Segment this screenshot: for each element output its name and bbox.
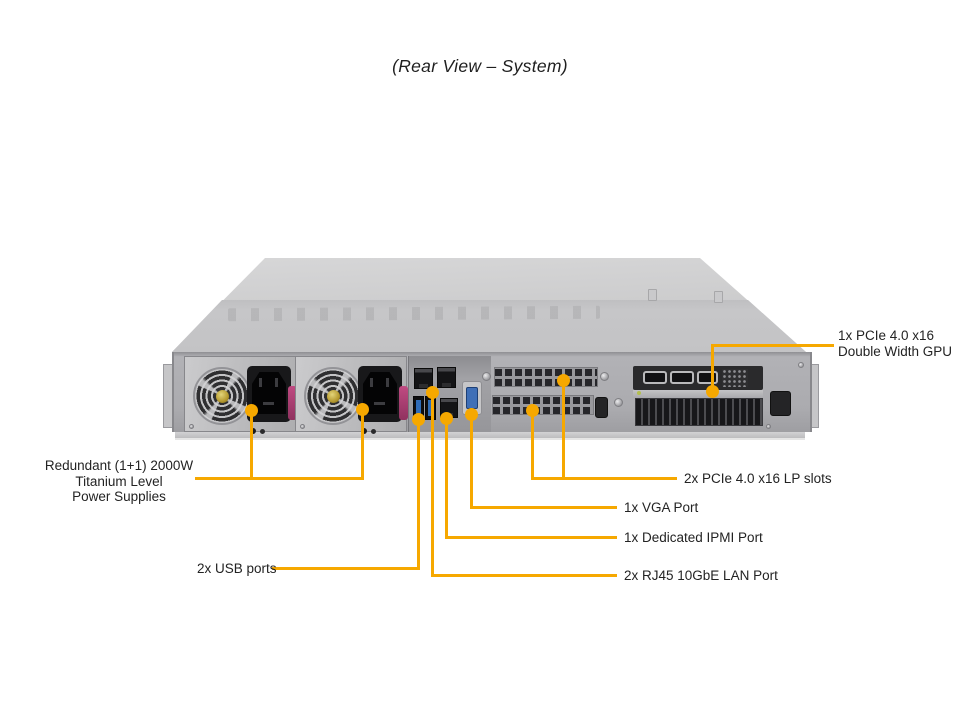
displayport-icon [697, 371, 718, 384]
lan-callout-line-v [431, 391, 434, 577]
inlet-pin [386, 378, 389, 387]
vga-label: 1x VGA Port [624, 500, 699, 515]
vga-callout-line-v [470, 413, 473, 509]
psu-callout-line-v1 [250, 410, 253, 480]
inlet-pin [374, 402, 385, 405]
lan-label: 2x RJ45 10GbE LAN Port [624, 568, 778, 583]
gpu-label: 1x PCIe 4.0 x16 Double Width GPU [838, 328, 952, 359]
slot-latch [595, 397, 608, 418]
vga-callout-dot [465, 408, 478, 421]
screw-icon [189, 424, 194, 429]
psu-label-line3: Power Supplies [72, 489, 166, 504]
page-title: (Rear View – System) [392, 56, 568, 76]
psu-2-fan-icon [304, 367, 362, 425]
screw-icon [766, 424, 771, 429]
gpu-slot-bar [633, 390, 763, 398]
displayport-icon [643, 371, 667, 384]
ipmi-callout-dot [440, 412, 453, 425]
thumbscrew-icon [600, 372, 609, 381]
vga-port [462, 381, 482, 415]
gpu-label-line2: Double Width GPU [838, 343, 953, 359]
lp-slots-label: 2x PCIe 4.0 x16 LP slots [684, 471, 832, 486]
displayport-icon [670, 371, 694, 384]
gpu-callout-dot [706, 385, 719, 398]
ipmi-label: 1x Dedicated IPMI Port [624, 530, 763, 545]
psu-label-line1: Redundant (1+1) 2000W [44, 458, 194, 473]
lp-callout-line-v1 [531, 409, 534, 480]
lan-port-2 [437, 367, 456, 388]
psu-label: Redundant (1+1) 2000W Titanium Level Pow… [40, 458, 198, 505]
gpu-bracket [633, 366, 763, 390]
lp-callout-dot-2 [557, 374, 570, 387]
psu-1-retention-clip [288, 386, 297, 420]
chassis-shadow [175, 438, 805, 440]
lp-slot-vent-bottom [492, 395, 594, 415]
lan-callout-dot [426, 386, 439, 399]
psu-callout-line-v2 [361, 409, 364, 480]
lp-callout-dot-1 [526, 404, 539, 417]
usb-callout-line-h [272, 567, 420, 570]
lid-vent-dashes [228, 305, 600, 322]
inlet-pin [263, 402, 274, 405]
thumbscrew-icon [614, 398, 623, 407]
psu-1-fan-icon [193, 367, 251, 425]
chassis-bottom-lip [175, 432, 805, 438]
usb-callout-dot [412, 413, 425, 426]
psu-label-line2: Titanium Level [75, 473, 163, 489]
psu-2-led [361, 428, 367, 434]
psu-1-led [250, 428, 256, 434]
gpu-callout-line-v [711, 344, 714, 392]
lid-latch-mark [648, 289, 657, 301]
psu-2-callout-dot [356, 403, 369, 416]
ipmi-callout-line-v [445, 417, 448, 539]
inlet-pin [370, 378, 373, 387]
screw-icon [300, 424, 305, 429]
gpu-led [637, 391, 641, 395]
usb-callout-line-v [417, 418, 420, 570]
inlet-pin [275, 378, 278, 387]
gpu-heatsink-fins [635, 398, 763, 426]
vga-callout-line-h [470, 506, 617, 509]
lp-callout-line-v2 [562, 380, 565, 480]
lan-port-1 [414, 368, 433, 389]
psu-1-callout-dot [245, 404, 258, 417]
thumbscrew-icon [482, 372, 491, 381]
inlet-pin [259, 378, 262, 387]
lan-callout-line-h [431, 574, 617, 577]
lp-callout-line-h [531, 477, 677, 480]
gpu-label-line1: 1x PCIe 4.0 x16 [838, 328, 935, 343]
psu-2-retention-clip [399, 386, 408, 420]
psu-callout-line-h [195, 477, 364, 480]
chassis-latch [770, 391, 791, 416]
vga-connector [466, 387, 478, 409]
usb-label: 2x USB ports [197, 561, 277, 576]
gpu-hex-vent [722, 369, 748, 387]
gpu-callout-line-h [712, 344, 834, 347]
psu-1-button [260, 429, 265, 434]
psu-2-button [371, 429, 376, 434]
lp-slot-vent-top [494, 367, 598, 387]
ipmi-callout-line-h [445, 536, 617, 539]
lid-latch-mark [714, 291, 723, 303]
screw-icon [798, 362, 804, 368]
